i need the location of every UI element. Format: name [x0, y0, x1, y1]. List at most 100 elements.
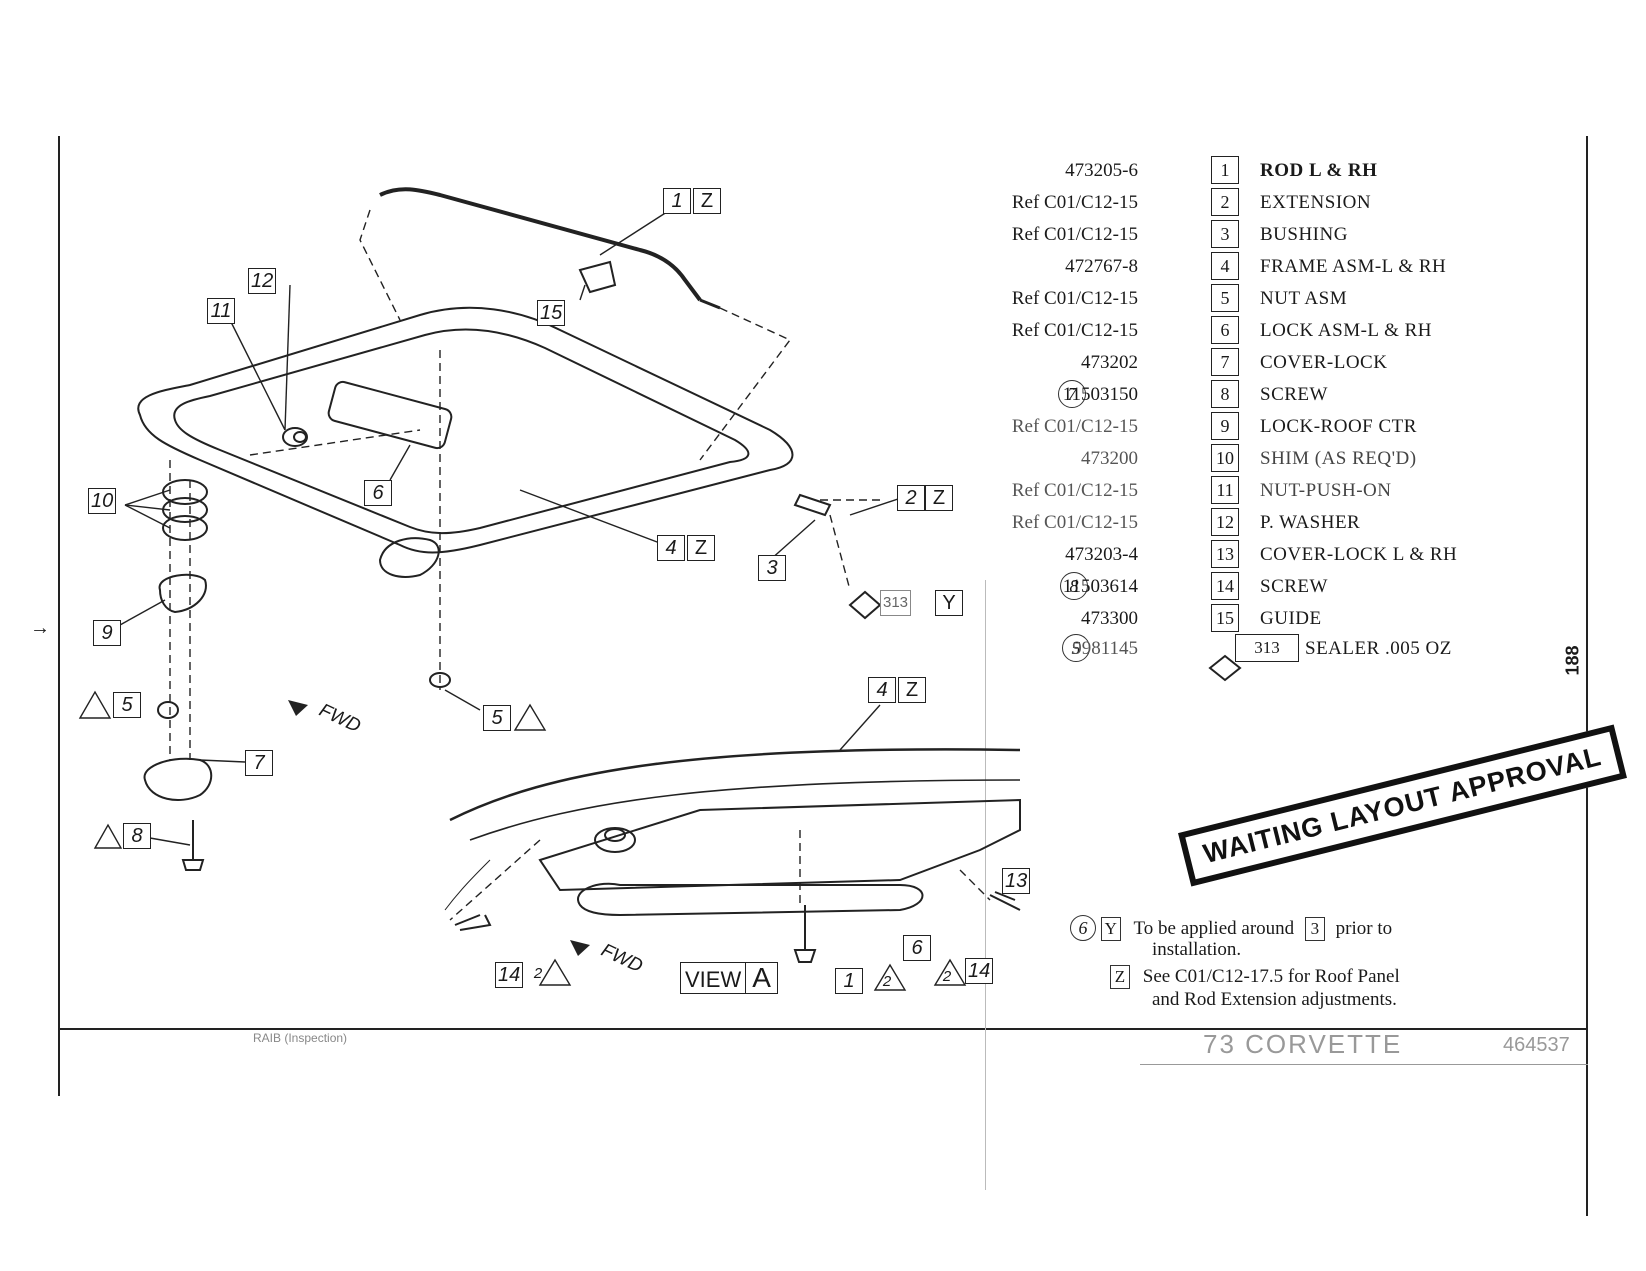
item-index: 11	[1211, 476, 1239, 504]
roof-frame-inner	[173, 328, 750, 535]
sealer-symbol-list	[1208, 654, 1242, 682]
part-description: ROD L & RH	[1260, 160, 1378, 181]
parts-row: 472767-8 4 FRAME ASM-L & RH	[1000, 252, 1540, 282]
note-text: See C01/C12-17.5 for Roof Panel	[1142, 966, 1400, 987]
note-text: prior to	[1335, 918, 1393, 939]
item-index: 7	[1211, 348, 1239, 376]
callout-10: 10	[88, 488, 117, 514]
triangle-2-view-center	[873, 963, 907, 991]
triangle-5-center	[513, 703, 547, 731]
callout-5-center: 5	[483, 705, 511, 731]
part-description: LOCK ASM-L & RH	[1260, 320, 1433, 341]
triangle-8	[93, 823, 123, 849]
note-ref-box: 3	[1304, 917, 1325, 941]
triangle-5-left	[78, 690, 112, 719]
callout-z-2: Z	[925, 485, 953, 511]
note-circle: 6	[1070, 915, 1096, 941]
roof-center-lock	[158, 573, 207, 614]
part-number: Ref C01/C12-15	[1011, 480, 1138, 501]
callout-3: 3	[758, 555, 786, 581]
view-text: VIEW	[685, 967, 742, 992]
callout-15: 15	[537, 300, 566, 326]
callout-y: Y	[935, 590, 963, 616]
callout-5-left: 5	[113, 692, 141, 718]
item-index: 15	[1211, 604, 1239, 632]
title-block-top-line	[58, 1028, 1588, 1030]
part-description: FRAME ASM-L & RH	[1260, 256, 1447, 277]
callout-12: 12	[248, 268, 277, 294]
view-callout-z: Z	[898, 677, 926, 703]
item-index: 13	[1211, 540, 1239, 568]
part-number: 473202	[1081, 352, 1138, 373]
part-number: 472767-8	[1065, 256, 1138, 277]
part-description: COVER-LOCK L & RH	[1260, 544, 1458, 565]
fwd-arrow-icon-view	[570, 940, 590, 956]
cover-lock-7	[143, 757, 213, 801]
lock-assembly-shape	[327, 380, 453, 450]
item-index: 313	[1235, 634, 1299, 662]
view-a-screw-center	[793, 905, 817, 963]
view-a-roof-edge	[449, 748, 1021, 822]
item-index: 12	[1211, 508, 1239, 536]
item-index: 4	[1211, 252, 1239, 280]
rod	[379, 187, 702, 302]
part-number: 473205-6	[1065, 160, 1138, 181]
title-block-mid-line	[1140, 1064, 1588, 1065]
nut-5-left	[157, 701, 179, 719]
callout-2: 2	[897, 485, 925, 511]
view-callout-13: 13	[1002, 868, 1031, 894]
page-number: 188	[1562, 645, 1583, 676]
note-text: and Rod Extension adjustments.	[1152, 989, 1397, 1010]
part-description: BUSHING	[1260, 224, 1348, 245]
bushing-3	[793, 493, 832, 517]
view-callout-2c: 2	[942, 968, 952, 985]
callout-z: Z	[693, 188, 721, 214]
callout-4: 4	[657, 535, 685, 561]
note-circle: 8	[1060, 572, 1088, 600]
item-index: 5	[1211, 284, 1239, 312]
view-callout-1: 1	[835, 968, 863, 994]
inspection-label: RAIB (Inspection)	[253, 1031, 348, 1045]
note-z-line2: and Rod Extension adjustments.	[1152, 989, 1397, 1011]
right-border	[1586, 136, 1588, 1216]
part-description: GUIDE	[1260, 608, 1322, 629]
part-description: SEALER .005 OZ	[1305, 638, 1452, 659]
part-number: Ref C01/C12-15	[1011, 512, 1138, 533]
part-description: NUT-PUSH-ON	[1260, 480, 1392, 501]
parts-row: 473203-4 13 COVER-LOCK L & RH	[1000, 540, 1540, 570]
callout-8: 8	[123, 823, 151, 849]
part-description: COVER-LOCK	[1260, 352, 1388, 373]
item-index: 9	[1211, 412, 1239, 440]
left-border	[58, 136, 60, 1096]
part-number: Ref C01/C12-15	[1011, 192, 1138, 213]
part-number: 473300	[1081, 608, 1138, 629]
item-index: 6	[1211, 316, 1239, 344]
part-description: EXTENSION	[1260, 192, 1372, 213]
part-number: Ref C01/C12-15	[1011, 288, 1138, 309]
callout-6: 6	[364, 480, 392, 506]
note-circle: 5	[1062, 634, 1090, 662]
note-y-line1: 6 Y To be applied around 3 prior to	[1070, 915, 1392, 941]
callout-9: 9	[93, 620, 121, 646]
note-box-z: Z	[1110, 965, 1130, 989]
margin-arrow-icon: →	[30, 617, 50, 639]
view-callout-6: 6	[903, 935, 931, 961]
lock-handle	[378, 537, 440, 578]
document-number: 464537	[1503, 1034, 1570, 1056]
model-name: 73 CORVETTE	[1203, 1029, 1403, 1059]
part-description: SCREW	[1260, 384, 1328, 405]
guide-15	[578, 260, 617, 294]
title-block: RAIB (Inspection) 73 CORVETTE 464537	[63, 1029, 1593, 1087]
sealer-symbol-diagram	[848, 590, 882, 620]
note-text: To be applied around	[1133, 918, 1295, 939]
item-index: 10	[1211, 444, 1239, 472]
part-number: 11503150	[1062, 384, 1138, 405]
parts-row: Ref C01/C12-15 11 NUT-PUSH-ON	[1000, 476, 1540, 506]
callout-7: 7	[245, 750, 273, 776]
triangle-2-view	[538, 958, 572, 986]
part-description: SCREW	[1260, 576, 1328, 597]
part-number: 473203-4	[1065, 544, 1138, 565]
